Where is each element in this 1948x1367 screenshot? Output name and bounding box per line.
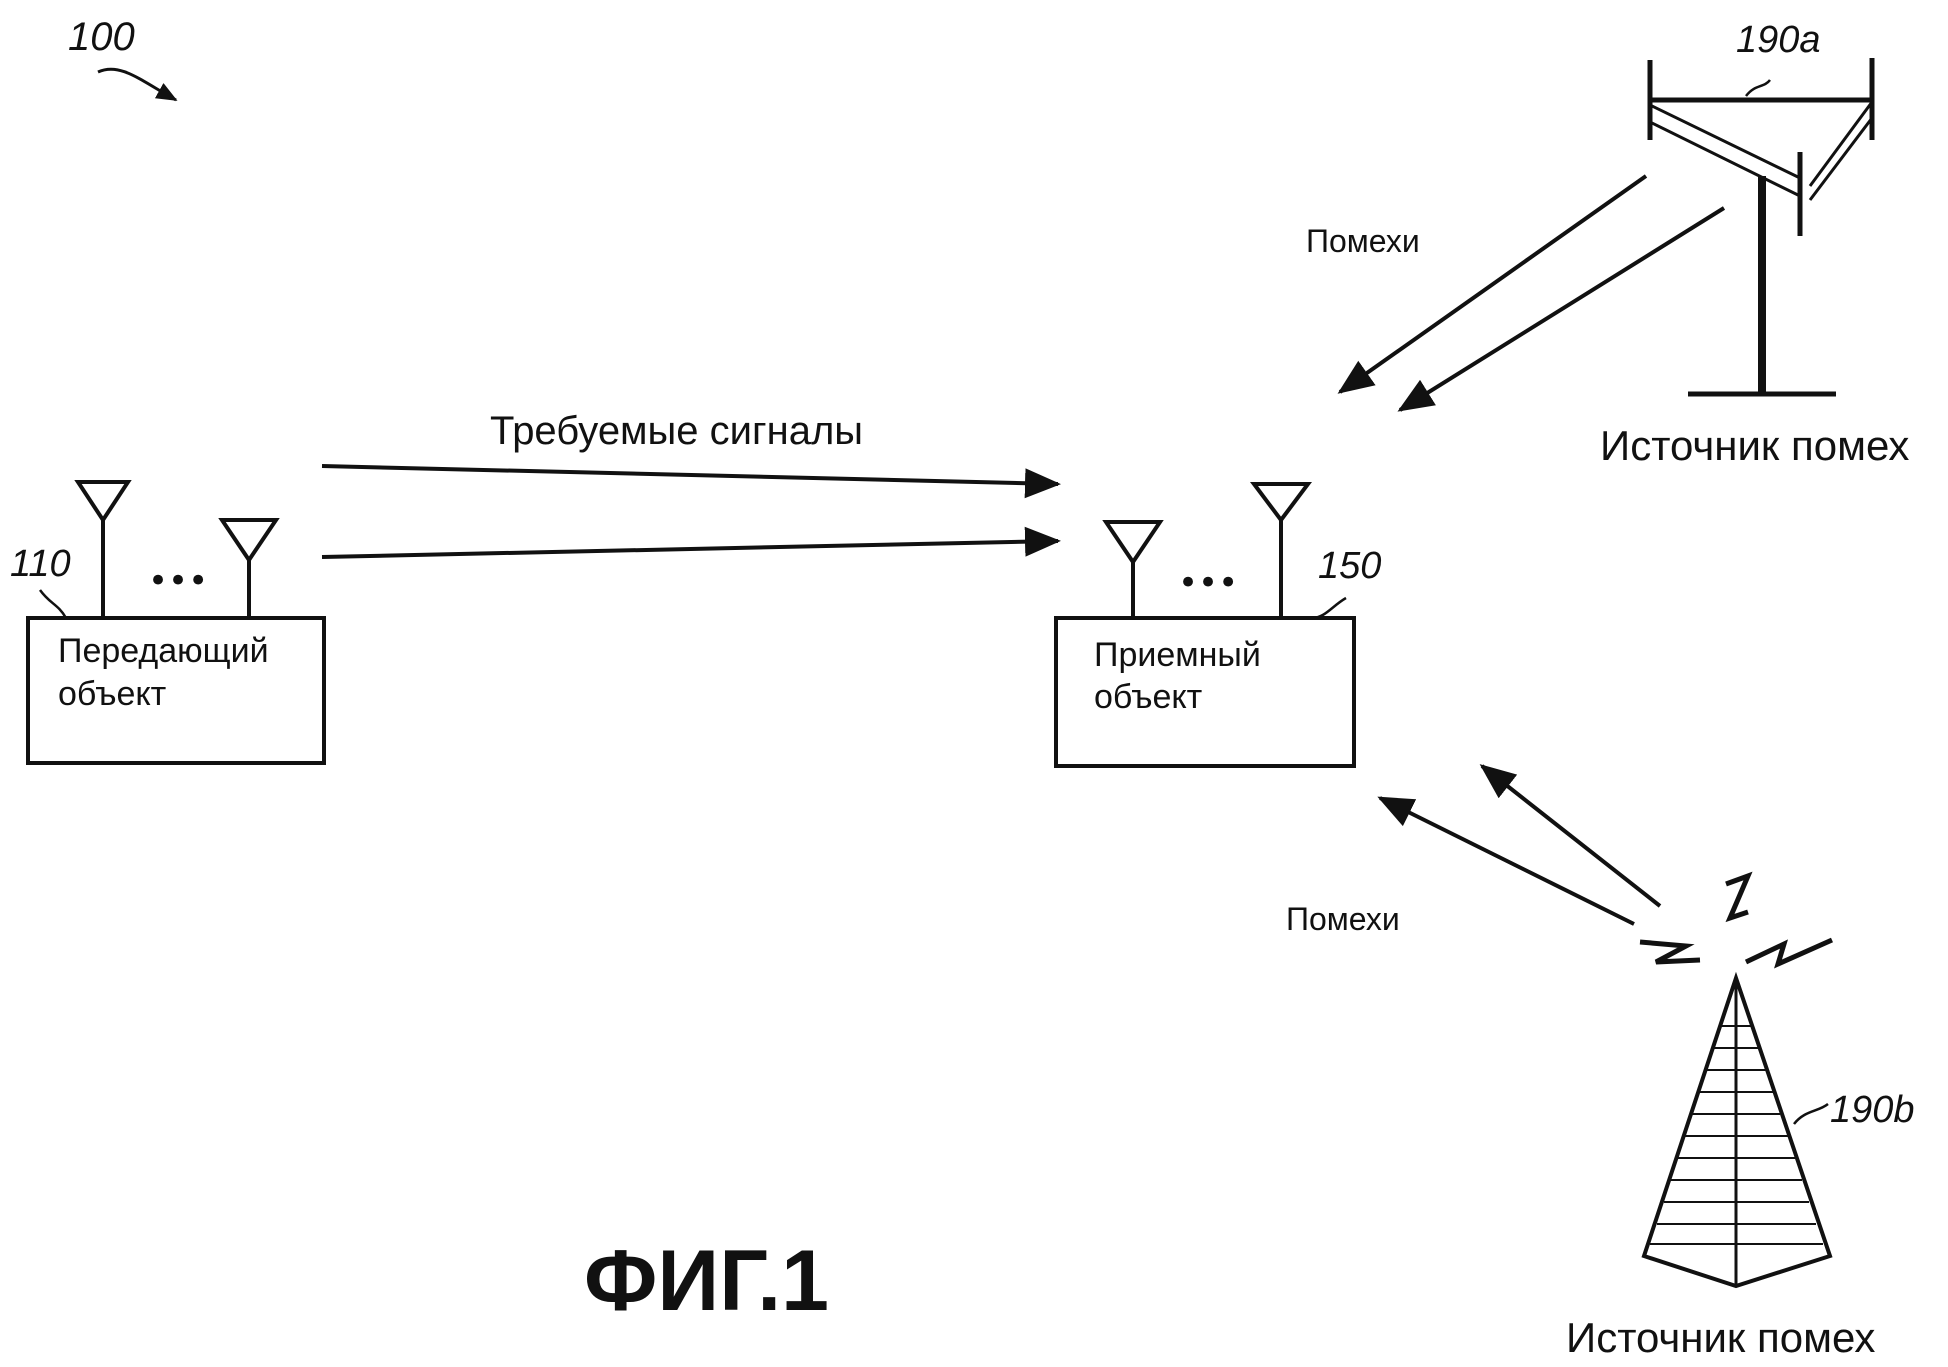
desired-signals: Требуемые сигналы — [322, 409, 1058, 557]
interference-arrow-a2 — [1400, 208, 1724, 410]
transmitter-entity: Передающий объект ••• 110 — [10, 482, 324, 763]
interference-label-bottom: Помехи — [1286, 901, 1400, 937]
interferer-a: 190a Источник помех Помехи — [1306, 19, 1909, 469]
interferer-b-label: Источник помех — [1566, 1314, 1875, 1361]
receiver-antenna-1 — [1106, 522, 1160, 618]
radio-wave-icon — [1640, 876, 1832, 964]
figure-caption: ФИГ.1 — [584, 1233, 829, 1329]
figure-ref-arrow — [98, 69, 176, 100]
transmitter-ellipsis: ••• — [148, 561, 208, 601]
desired-signals-label: Требуемые сигналы — [490, 409, 863, 453]
interferer-a-label: Источник помех — [1600, 422, 1909, 469]
interferer-a-ref-leader — [1746, 80, 1770, 96]
interferer-b-ref-leader — [1794, 1104, 1828, 1124]
receiver-label-line2: объект — [1094, 678, 1202, 716]
interference-arrow-b2 — [1380, 798, 1634, 924]
desired-signal-arrow-1 — [322, 466, 1058, 484]
interferer-b-tower-icon — [1644, 978, 1830, 1286]
interference-arrow-b1 — [1482, 766, 1660, 906]
interference-label-top: Помехи — [1306, 223, 1420, 259]
receiver-ref-leader — [1312, 598, 1346, 618]
figure-ref-number: 100 — [68, 15, 135, 59]
receiver-label-line1: Приемный — [1094, 636, 1261, 674]
receiver-antenna-2 — [1254, 484, 1308, 618]
transmitter-ref-leader — [40, 590, 66, 618]
receiver-ref: 150 — [1318, 545, 1381, 587]
interferer-a-antenna-icon — [1650, 58, 1872, 396]
interferer-a-ref: 190a — [1736, 19, 1821, 61]
receiver-entity: Приемный объект ••• 150 — [1056, 484, 1381, 766]
transmitter-ref: 110 — [10, 543, 71, 585]
transmitter-label-line2: объект — [58, 675, 166, 713]
figure-ref-group: 100 — [68, 15, 176, 100]
transmitter-label-line1: Передающий — [58, 632, 269, 670]
transmitter-antenna-1 — [78, 482, 128, 618]
interferer-b: 190b Источник помех Помехи — [1286, 766, 1915, 1361]
interferer-b-ref: 190b — [1830, 1089, 1915, 1131]
desired-signal-arrow-2 — [322, 541, 1058, 557]
transmitter-antenna-2 — [222, 520, 276, 618]
receiver-ellipsis: ••• — [1178, 563, 1238, 603]
